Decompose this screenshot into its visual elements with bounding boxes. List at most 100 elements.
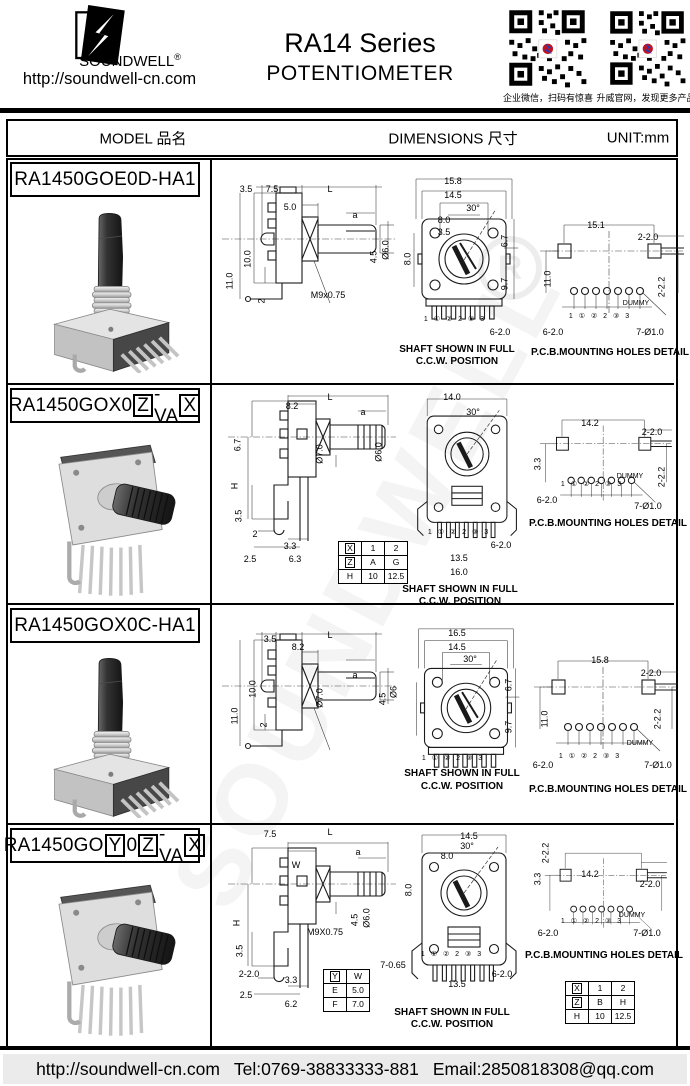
dim-label: 7.5 <box>265 184 279 194</box>
dim-label: a <box>355 847 361 857</box>
table-cell: 12.5 <box>384 569 408 584</box>
dim-label: 7-Ø1.0 <box>634 501 662 511</box>
model-boxed-letter: X <box>179 393 201 418</box>
caption-shaft: SHAFT SHOWN IN FULL <box>404 768 520 779</box>
table-cell: 10 <box>588 1009 612 1024</box>
dim-label: 15.1 <box>587 220 605 230</box>
table-cell: Z <box>338 555 362 570</box>
side-view-drawing <box>218 177 400 319</box>
table-cell: Z <box>565 995 589 1010</box>
brand-url: http://soundwell-cn.com <box>22 70 197 88</box>
dim-label: 9.7 <box>499 277 510 291</box>
boxed-letter: Z <box>571 996 583 1009</box>
dim-label: 2 <box>256 298 267 304</box>
dim-label: 3.5 <box>233 509 244 523</box>
table-cell: 1 <box>361 541 385 556</box>
dim-label: 6-2.0 <box>489 327 511 337</box>
dim-label: 30° <box>463 654 477 664</box>
dim-label: H <box>231 919 242 927</box>
column-divider <box>210 158 212 1046</box>
dim-label: 3.3 <box>532 872 543 886</box>
dim-label: L <box>327 630 333 640</box>
dim-label: 6-2.0 <box>490 540 512 550</box>
caption-shaft: SHAFT SHOWN IN FULL <box>394 1007 510 1018</box>
dim-label: 9.7 <box>503 720 514 734</box>
footer-tel: Tel:0769-38833333-881 <box>233 1058 419 1079</box>
dim-label: L <box>327 392 333 402</box>
model-text: -VA <box>154 383 179 427</box>
model-text: -VA <box>159 823 184 867</box>
table-cell: H <box>565 1009 589 1024</box>
dim-label: 8.2 <box>291 642 305 652</box>
dim-label: 10.0 <box>242 250 253 268</box>
dim-label: M9x0.75 <box>310 290 346 300</box>
dim-label: 2.5 <box>239 990 253 1000</box>
caption-pcb: P.C.B.MOUNTING HOLES DETAIL <box>529 518 687 529</box>
side-view-drawing <box>218 389 400 551</box>
model-boxed-letter: Z <box>138 833 159 858</box>
dim-label: Ø6 <box>388 685 399 699</box>
page-title: RA14 Series <box>284 28 436 58</box>
dim-label: 16.5 <box>448 628 466 638</box>
dim-label: 7.5 <box>263 829 277 839</box>
dummy-label: DUMMY <box>618 912 646 919</box>
model-boxed-letter: Z <box>133 393 154 418</box>
dim-label: 10.0 <box>247 680 258 698</box>
footer-bar: http://soundwell-cn.com Tel:0769-3883333… <box>3 1054 687 1084</box>
dim-label: 15.8 <box>591 655 609 665</box>
dim-label: 4.5 <box>349 913 360 927</box>
dim-label: 14.2 <box>581 869 599 879</box>
column-dimensions: DIMENSIONS 尺寸 <box>388 130 518 148</box>
dim-label: 8.0 <box>402 252 413 266</box>
table-cell: 2 <box>384 541 408 556</box>
dim-label: 7-0.65 <box>380 960 406 970</box>
column-model: MODEL 品名 <box>99 130 187 148</box>
drawings-row1: 3.5 7.5 L 5.0 a 10.0 11.0 2 4.5 Ø6.0 M9x… <box>212 157 689 383</box>
dim-label: 11.0 <box>542 270 553 288</box>
boxed-letter: X <box>571 982 583 995</box>
dim-label: 3.5 <box>234 944 245 958</box>
dim-label: 3.5 <box>239 184 253 194</box>
dim-label: 7-Ø1.0 <box>636 327 664 337</box>
dim-label: 8.0 <box>403 883 414 897</box>
column-unit: UNIT:mm <box>606 129 670 147</box>
dim-label: L <box>327 184 333 194</box>
dim-label: Ø6.0 <box>380 240 391 260</box>
dim-label: 6.2 <box>284 999 298 1009</box>
dim-label: Ø7.0 <box>314 444 325 464</box>
pin-numbers: 1 ① ② 2 ③ 3 <box>420 951 484 958</box>
front-view-drawing <box>408 171 520 335</box>
dim-label: 14.5 <box>448 642 466 652</box>
caption-shaft: C.C.W. POSITION <box>420 781 504 792</box>
dim-label: 6.7 <box>232 438 243 452</box>
dim-label: 30° <box>466 203 480 213</box>
dim-label: Ø6.0 <box>361 908 372 928</box>
qr-code-website <box>607 7 687 89</box>
caption-shaft: C.C.W. POSITION <box>410 1019 494 1030</box>
table-cell: 1 <box>588 981 612 996</box>
dim-label: 8.0 <box>437 215 451 225</box>
dim-label: Ø6.0 <box>373 442 384 462</box>
table-cell: G <box>384 555 408 570</box>
dim-label: 2 <box>258 722 269 728</box>
dim-label: 8.2 <box>285 401 299 411</box>
model-text: 0 <box>126 834 138 856</box>
dim-label: 2-2.0 <box>641 427 663 437</box>
table-cell: E <box>323 983 347 998</box>
model-name-row3: RA1450GOX0C-HA1 <box>10 608 200 643</box>
dim-label: L <box>327 827 333 837</box>
dim-label: 6-2.0 <box>536 495 558 505</box>
dim-label: 3.3 <box>532 457 543 471</box>
dim-label: a <box>352 210 358 220</box>
dim-label: 5.0 <box>283 202 297 212</box>
dim-label: M9X0.75 <box>306 927 344 937</box>
dim-label: 3.5 <box>437 227 451 237</box>
dim-label: 6-2.0 <box>491 969 513 979</box>
dim-label: a <box>352 670 358 680</box>
dim-label: 14.2 <box>581 418 599 428</box>
